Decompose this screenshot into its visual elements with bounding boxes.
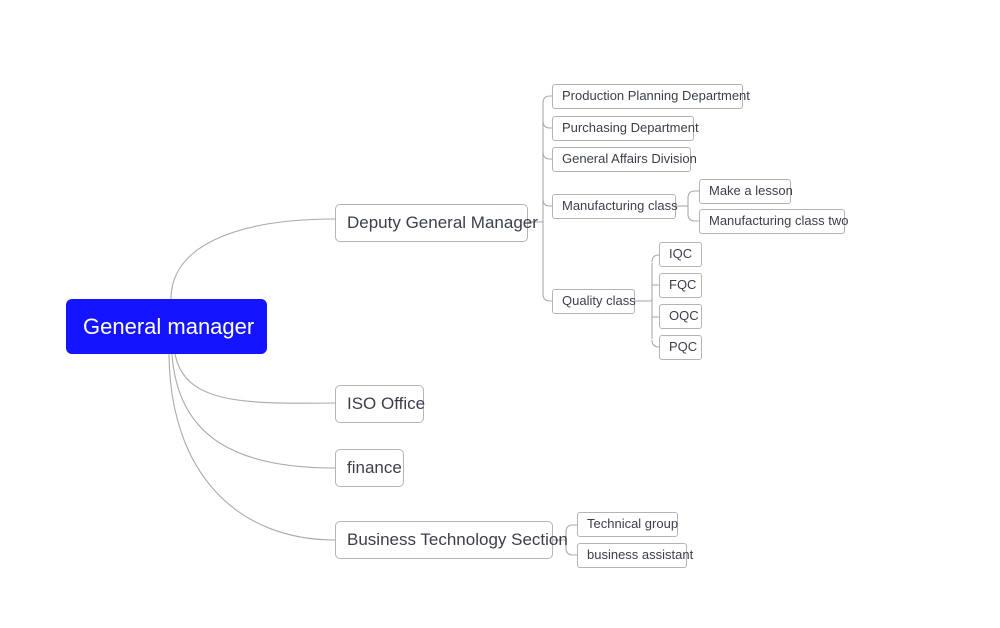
node-business-assistant-label: business assistant — [587, 547, 694, 563]
node-deputy-general-manager[interactable]: Deputy General Manager — [335, 204, 538, 242]
node-business-assistant[interactable]: business assistant — [577, 543, 694, 568]
node-manufacturing-class-two[interactable]: Manufacturing class two — [699, 209, 849, 234]
node-fqc-label: FQC — [669, 277, 697, 293]
node-manufacturing-class[interactable]: Manufacturing class — [552, 194, 678, 219]
node-oqc-label: OQC — [669, 308, 699, 324]
edge-deputy-to-purchasing — [542, 120, 552, 129]
node-pqc-label: PQC — [669, 339, 698, 355]
edge-root-to-finance — [171, 353, 336, 469]
edge-quality-trunk-join — [648, 298, 653, 302]
edge-deputy-to-quality — [542, 293, 552, 302]
node-business-technology-section-label: Business Technology Section — [347, 530, 568, 550]
node-production-planning-department[interactable]: Production Planning Department — [552, 84, 750, 109]
node-purchasing-department[interactable]: Purchasing Department — [552, 116, 699, 141]
node-quality-class-label: Quality class — [562, 293, 636, 309]
node-fqc[interactable]: FQC — [659, 273, 702, 298]
node-make-a-lesson[interactable]: Make a lesson — [699, 179, 793, 204]
edge-deputy-to-manufacturing — [542, 198, 552, 207]
node-technical-group[interactable]: Technical group — [577, 512, 678, 537]
node-pqc[interactable]: PQC — [659, 335, 702, 360]
edge-manufacturing-to-make-lesson — [687, 190, 699, 199]
node-general-manager[interactable]: General manager — [66, 299, 267, 354]
node-manufacturing-class-two-label: Manufacturing class two — [709, 213, 849, 229]
node-finance[interactable]: finance — [335, 449, 404, 487]
node-general-affairs-division-label: General Affairs Division — [562, 151, 697, 167]
node-iso-office-label: ISO Office — [347, 394, 426, 414]
node-general-manager-label: General manager — [83, 313, 255, 339]
node-technical-group-label: Technical group — [587, 516, 679, 532]
node-oqc[interactable]: OQC — [659, 304, 702, 329]
edge-business-tech-to-business-assistant — [565, 547, 577, 556]
edge-root-to-deputy — [170, 218, 336, 300]
node-iqc-label: IQC — [669, 246, 693, 262]
node-finance-label: finance — [347, 458, 402, 478]
node-quality-class[interactable]: Quality class — [552, 289, 636, 314]
node-make-a-lesson-label: Make a lesson — [709, 183, 793, 199]
edge-manufacturing-to-class-two — [687, 213, 699, 222]
node-iso-office[interactable]: ISO Office — [335, 385, 426, 423]
node-deputy-general-manager-label: Deputy General Manager — [347, 213, 538, 233]
node-manufacturing-class-label: Manufacturing class — [562, 198, 678, 214]
node-general-affairs-division[interactable]: General Affairs Division — [552, 147, 697, 172]
edge-deputy-to-general-affairs — [542, 151, 552, 160]
node-business-technology-section[interactable]: Business Technology Section — [335, 521, 568, 559]
edge-root-to-iso-office — [174, 353, 336, 404]
node-production-planning-department-label: Production Planning Department — [562, 88, 750, 104]
node-iqc[interactable]: IQC — [659, 242, 702, 267]
node-purchasing-department-label: Purchasing Department — [562, 120, 699, 136]
edge-root-to-business-tech — [168, 353, 336, 541]
edge-deputy-to-production — [542, 95, 552, 104]
